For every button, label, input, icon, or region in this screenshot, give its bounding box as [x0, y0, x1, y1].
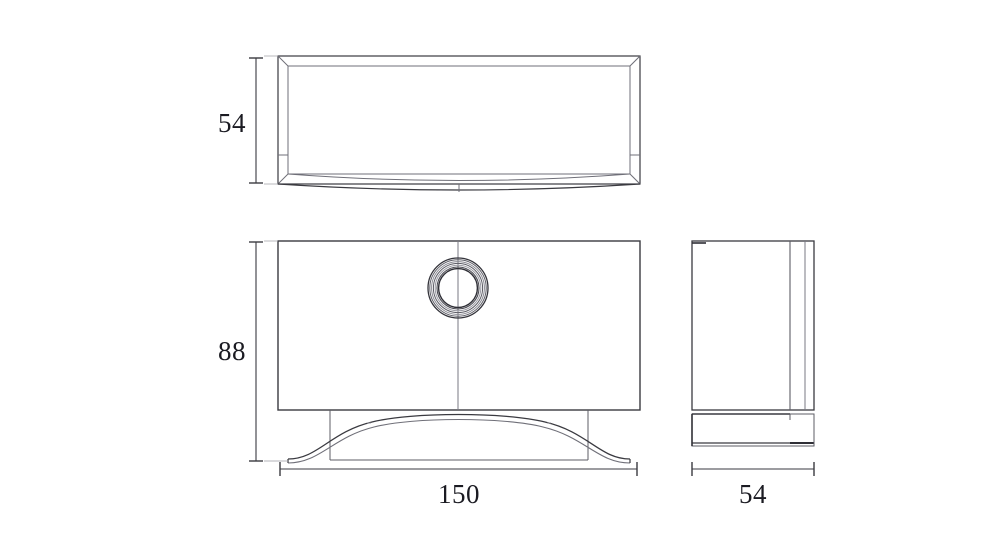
top-view-bowed-front-inner — [287, 173, 631, 181]
ring-inner-circle — [437, 267, 479, 309]
ring-shade-circle-3 — [432, 262, 484, 314]
dimension-side-view-width: 54 — [691, 462, 815, 509]
top-view-miter-tl — [277, 55, 289, 67]
side-view-body-rect — [691, 240, 815, 411]
ring-shade-circle-5 — [436, 266, 480, 310]
top-view-outer-rect — [277, 55, 641, 185]
top-view — [277, 55, 641, 192]
front-view — [277, 240, 641, 464]
circular-ring-handle[interactable] — [427, 257, 489, 319]
plinth-curve-upper — [287, 413, 631, 460]
dimension-front-view-height: 88 — [218, 240, 288, 462]
dimension-top-view-height: 54 — [218, 55, 278, 185]
top-view-miter-bl — [277, 173, 289, 185]
side-view-plinth-rect — [691, 413, 815, 447]
plinth-curve-lower — [287, 418, 631, 464]
ring-shade-circle-2 — [431, 261, 485, 315]
dimension-label-side-width: 54 — [739, 479, 767, 509]
dimension-front-view-width: 150 — [279, 462, 638, 509]
side-view — [691, 240, 815, 447]
top-view-miter-tr — [629, 55, 641, 67]
front-view-body-rect — [277, 240, 641, 411]
ring-outer-circle — [427, 257, 489, 319]
top-view-miter-br — [629, 173, 641, 185]
ring-shade-circle-4 — [434, 264, 482, 312]
dimension-label-front-width: 150 — [438, 479, 480, 509]
ring-shade-circle-1 — [429, 259, 487, 317]
dimension-label-front-height: 88 — [218, 336, 246, 366]
top-view-inner-rect — [287, 65, 631, 175]
dimension-label-top-height: 54 — [218, 108, 246, 138]
